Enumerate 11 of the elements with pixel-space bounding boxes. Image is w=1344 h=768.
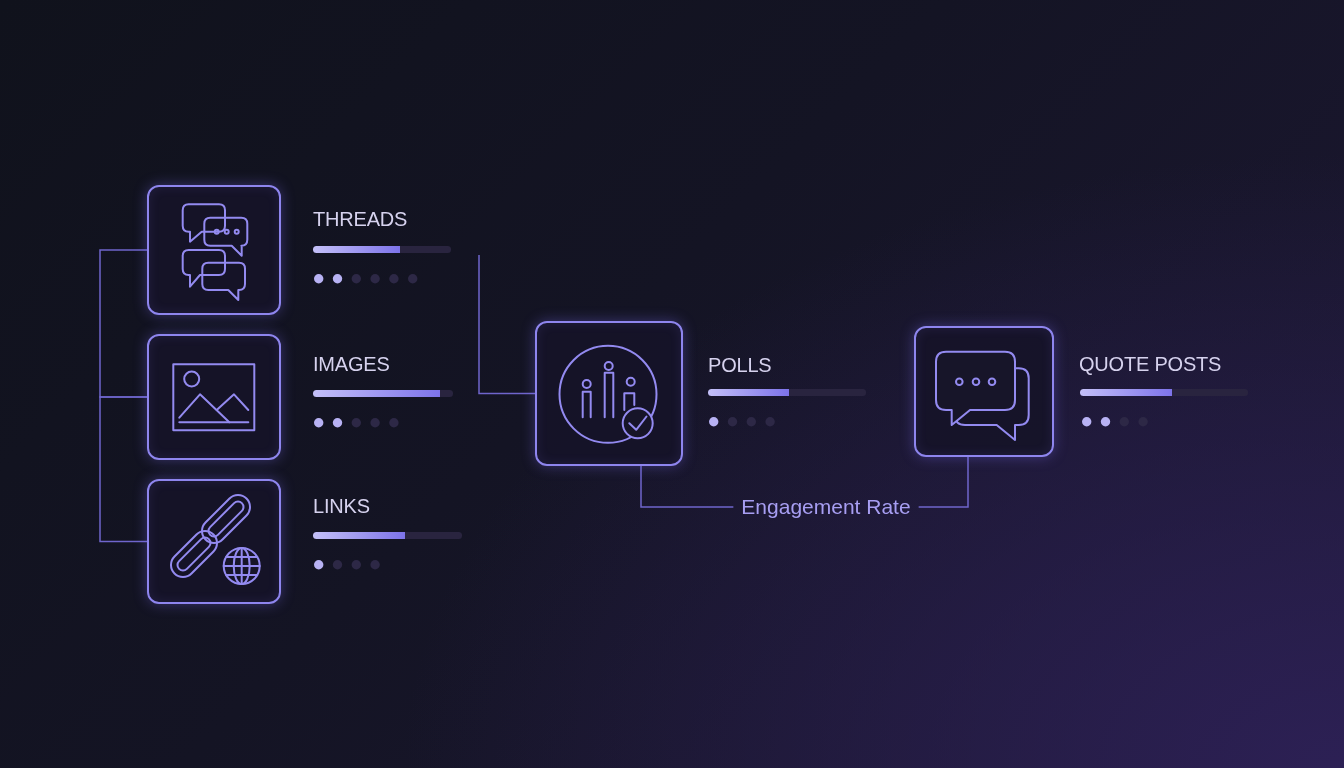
category-label: THREADS <box>313 207 408 231</box>
connector-line <box>917 456 969 508</box>
connector-line <box>478 254 536 395</box>
category-label: POLLS <box>708 353 772 377</box>
metric-label: Engagement Rate <box>733 495 919 519</box>
connector-line <box>640 465 735 508</box>
connector-line <box>99 396 148 543</box>
category-label: QUOTE POSTS <box>1079 352 1222 376</box>
connector-line <box>99 249 148 398</box>
category-label: IMAGES <box>313 352 390 376</box>
category-label: LINKS <box>313 494 370 518</box>
